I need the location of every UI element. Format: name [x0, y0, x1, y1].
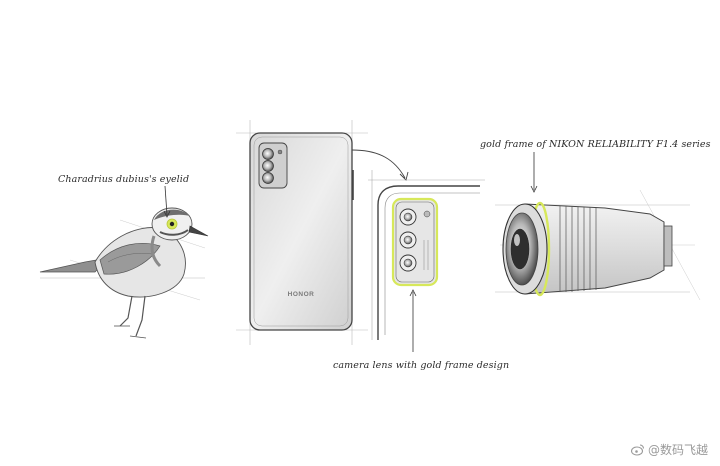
- bird-pointer-arrow: [164, 185, 168, 216]
- lens-caption: gold frame of NIKON RELIABILITY F1.4 ser…: [480, 139, 711, 150]
- bird-caption: Charadrius dubius's eyelid: [58, 174, 190, 185]
- phone-to-detail-arrow: [351, 149, 406, 179]
- phone-sketch: [236, 120, 368, 345]
- camera-detail-sketch: [368, 170, 485, 340]
- lens-sketch: [495, 189, 701, 301]
- bird-sketch: [39, 207, 209, 339]
- phone-brand-text: HONOR: [288, 291, 315, 298]
- watermark-text: @数码飞越: [647, 443, 708, 457]
- camera-caption: camera lens with gold frame design: [333, 360, 510, 371]
- weibo-icon: [630, 443, 645, 456]
- watermark: @数码飞越: [630, 441, 708, 458]
